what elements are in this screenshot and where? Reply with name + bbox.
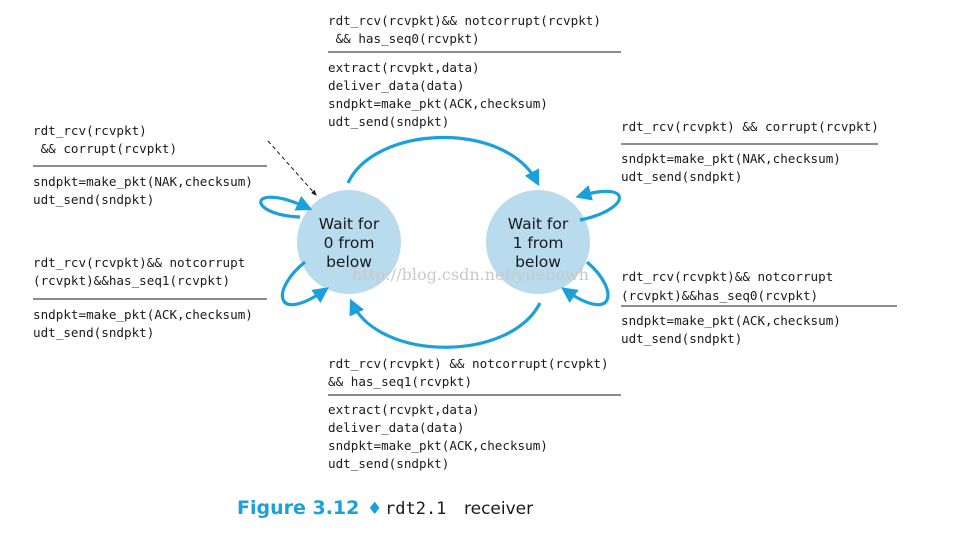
transition-right-top: rdt_rcv(rcvpkt) && corrupt(rcvpkt) sndpk…	[621, 119, 879, 184]
action-line: sndpkt=make_pkt(NAK,checksum)	[33, 174, 253, 189]
action-line: extract(rcvpkt,data)	[328, 60, 480, 75]
event-line: rdt_rcv(rcvpkt)	[33, 123, 147, 138]
transition-right-bottom: rdt_rcv(rcvpkt)&& notcorrupt (rcvpkt)&&h…	[621, 269, 897, 346]
state-label-line: below	[326, 253, 372, 271]
action-line: sndpkt=make_pkt(ACK,checksum)	[33, 307, 253, 322]
caption-text: receiver	[464, 499, 533, 519]
self-loop-left-top	[259, 195, 313, 219]
action-line: sndpkt=make_pkt(ACK,checksum)	[621, 313, 841, 328]
state-label-line: 1 from	[513, 234, 564, 252]
transition-left-bottom: rdt_rcv(rcvpkt)&& notcorrupt (rcvpkt)&&h…	[33, 255, 267, 340]
state-label-line: below	[515, 253, 561, 271]
event-line: rdt_rcv(rcvpkt)&& notcorrupt	[621, 269, 833, 284]
state-label-line: Wait for	[319, 215, 380, 233]
event-line: && has_seq1(rcvpkt)	[328, 374, 472, 389]
caption-separator: ♦	[367, 499, 382, 519]
arc-top	[346, 135, 540, 187]
action-line: udt_send(sndpkt)	[621, 169, 742, 184]
self-loop-left-bottom	[280, 260, 329, 307]
event-line: (rcvpkt)&&has_seq0(rcvpkt)	[621, 288, 818, 303]
state-wait-1-label: Wait for 1 from below	[508, 215, 569, 271]
action-line: udt_send(sndpkt)	[328, 114, 449, 129]
action-line: udt_send(sndpkt)	[328, 456, 449, 471]
action-line: deliver_data(data)	[328, 78, 464, 93]
action-line: udt_send(sndpkt)	[33, 192, 154, 207]
initial-state-arrow	[267, 140, 317, 196]
action-line: sndpkt=make_pkt(ACK,checksum)	[328, 438, 548, 453]
state-label-line: 0 from	[324, 234, 375, 252]
transition-left-top: rdt_rcv(rcvpkt) && corrupt(rcvpkt) sndpk…	[33, 123, 267, 207]
event-line: && corrupt(rcvpkt)	[33, 141, 177, 156]
action-line: udt_send(sndpkt)	[33, 325, 154, 340]
state-wait-0	[297, 190, 401, 294]
action-line: udt_send(sndpkt)	[621, 331, 742, 346]
caption-code: rdt2.1	[385, 499, 446, 519]
state-wait-1	[486, 190, 590, 294]
action-line: sndpkt=make_pkt(NAK,checksum)	[621, 151, 841, 166]
event-line: rdt_rcv(rcvpkt) && corrupt(rcvpkt)	[621, 119, 879, 134]
arc-bottom	[349, 298, 542, 349]
watermark: http://blog.csdn.net/yuebowh	[352, 265, 589, 284]
event-line: rdt_rcv(rcvpkt)&& notcorrupt	[33, 255, 245, 270]
state-wait-0-label: Wait for 0 from below	[319, 215, 380, 271]
event-line: && has_seq0(rcvpkt)	[328, 31, 480, 46]
self-loop-right-top	[575, 185, 621, 222]
transition-top: rdt_rcv(rcvpkt)&& notcorrupt(rcvpkt) && …	[328, 13, 621, 129]
action-line: deliver_data(data)	[328, 420, 464, 435]
event-line: rdt_rcv(rcvpkt)&& notcorrupt(rcvpkt)	[328, 13, 601, 28]
action-line: sndpkt=make_pkt(ACK,checksum)	[328, 96, 548, 111]
state-label-line: Wait for	[508, 215, 569, 233]
event-line: rdt_rcv(rcvpkt) && notcorrupt(rcvpkt)	[328, 356, 609, 371]
caption-figure-number: Figure 3.12	[237, 497, 359, 519]
transition-bottom: rdt_rcv(rcvpkt) && notcorrupt(rcvpkt) &&…	[328, 356, 621, 471]
figure-caption: Figure 3.12 ♦ rdt2.1 receiver	[237, 497, 533, 519]
self-loop-right-bottom	[561, 260, 610, 307]
action-line: extract(rcvpkt,data)	[328, 402, 480, 417]
event-line: (rcvpkt)&&has_seq1(rcvpkt)	[33, 273, 230, 288]
